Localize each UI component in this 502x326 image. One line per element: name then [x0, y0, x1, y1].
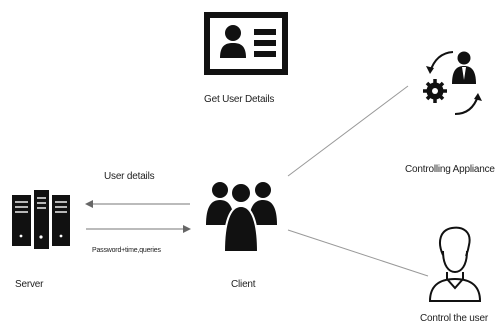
- label-edge-user-details: User details: [104, 171, 155, 182]
- people-group-icon: [206, 182, 277, 253]
- label-control-the-user: Control the user: [420, 313, 488, 324]
- label-get-user-details: Get User Details: [204, 94, 275, 105]
- label-client: Client: [231, 279, 256, 290]
- server-rack-icon: [12, 190, 70, 249]
- edge-client-appliance: [287, 85, 409, 177]
- id-card-icon: [204, 12, 288, 75]
- edge-client-control-user: [287, 229, 429, 277]
- user-gear-cycle-icon: [423, 51, 482, 115]
- label-edge-password-time-queries: Password+time,queries: [92, 247, 161, 254]
- label-server: Server: [15, 279, 44, 290]
- user-portrait-icon: [428, 226, 482, 302]
- label-controlling-appliance: Controlling Appliance: [405, 164, 495, 175]
